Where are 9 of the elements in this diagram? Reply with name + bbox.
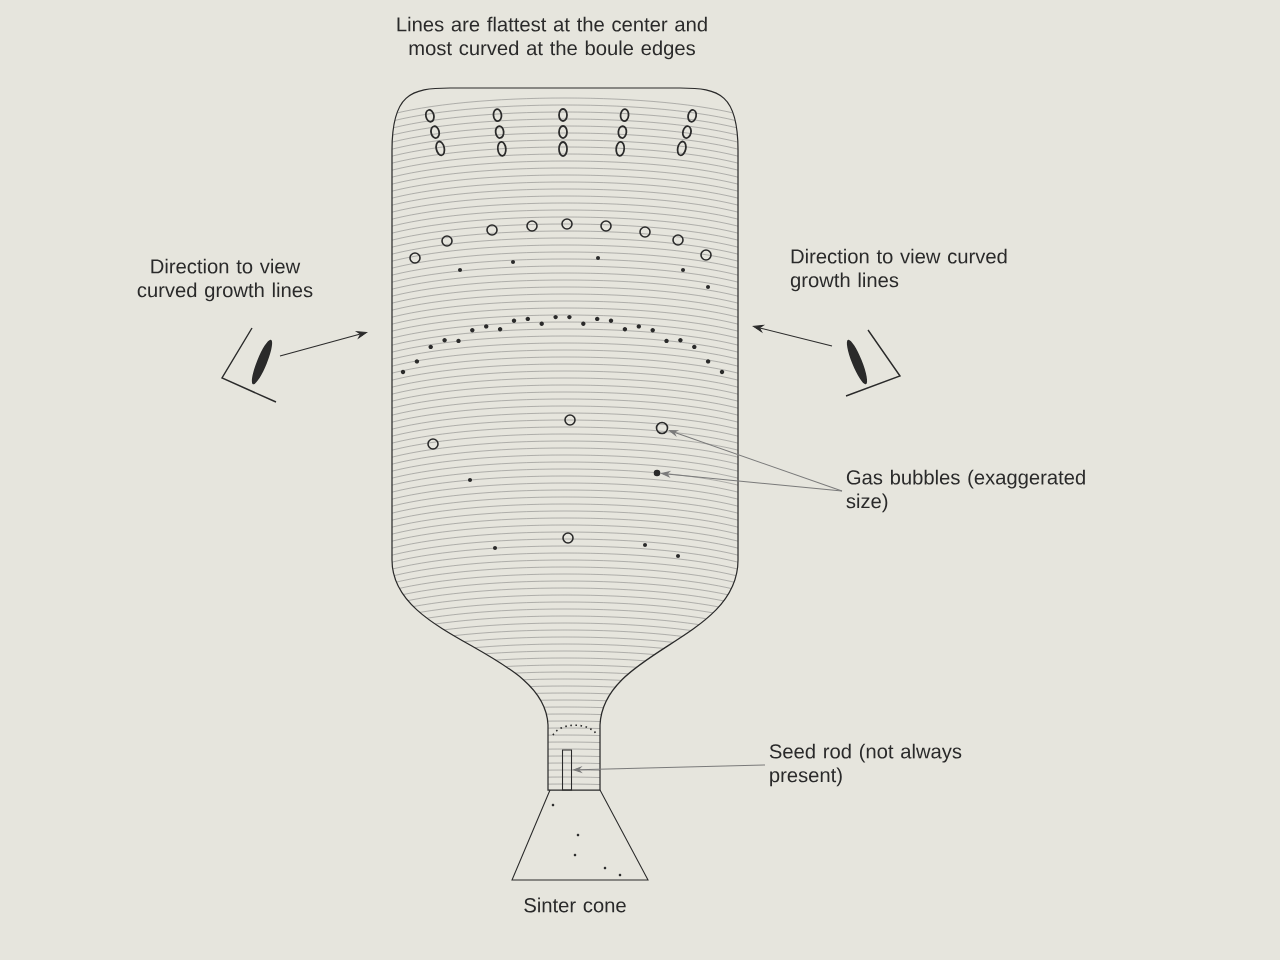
seed-rod xyxy=(562,749,573,791)
gas-bubble xyxy=(653,469,661,477)
label: Direction to view curved growth lines xyxy=(137,258,313,302)
gas-bubble xyxy=(655,421,669,435)
label: Sinter cone xyxy=(524,897,626,913)
title: Lines are flattest at the center and most curved at the boule edges xyxy=(397,16,707,60)
callout-text: Gas bubbles (exaggerated size) xyxy=(846,469,1085,513)
callout-text: Seed rod (not always present) xyxy=(769,743,962,787)
label: Direction to view curved growth lines xyxy=(790,248,1007,292)
